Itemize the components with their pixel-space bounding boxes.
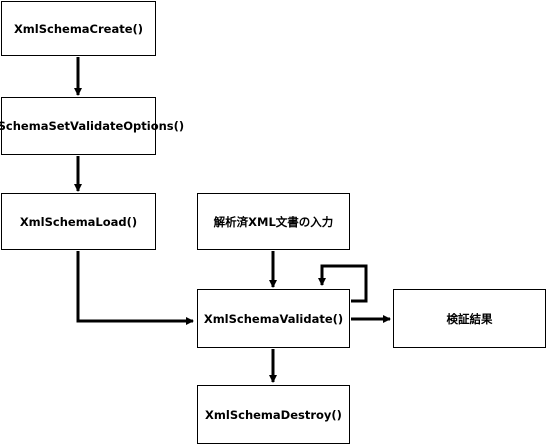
arrow-load-to-validate [76,251,194,325]
node-schema-destroy: XmlSchemaDestroy() [197,385,350,444]
node-schema-load-label: XmlSchemaLoad() [19,214,138,229]
node-parsed-xml-input-label: 解析済XML文書の入力 [213,214,334,229]
node-schema-load: XmlSchemaLoad() [1,193,156,250]
node-schema-validate-label: XmlSchemaValidate() [203,311,344,326]
node-schema-create-label: XmlSchemaCreate() [13,21,144,36]
node-schema-destroy-label: XmlSchemaDestroy() [205,407,342,422]
node-schema-validate: XmlSchemaValidate() [197,289,350,348]
arrow-validate-self-loop [318,264,368,303]
node-validation-result-label: 検証結果 [446,311,493,326]
node-validation-result: 検証結果 [393,289,546,348]
node-set-validate-options-label: XmlSchemaSetValidateOptions() [0,119,185,133]
node-schema-create: XmlSchemaCreate() [1,1,156,56]
node-parsed-xml-input: 解析済XML文書の入力 [197,193,350,250]
node-set-validate-options: XmlSchemaSetValidateOptions() [0,97,184,155]
